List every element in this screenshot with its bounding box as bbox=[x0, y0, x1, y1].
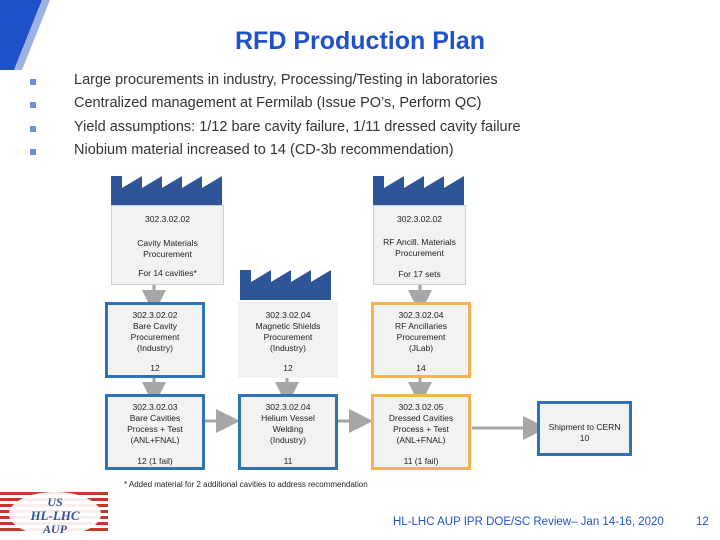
card-line: 302.3.02.04 bbox=[265, 402, 311, 412]
svg-text:AUP: AUP bbox=[42, 522, 68, 536]
card-qty: 12 bbox=[150, 363, 160, 373]
card-line: (ANL+FNAL) bbox=[396, 435, 446, 445]
corner-decoration bbox=[0, 0, 50, 70]
bullet-text: Niobium material increased to 14 (CD-3b … bbox=[74, 142, 454, 158]
card-line: 302.3.02.04 bbox=[398, 310, 444, 320]
flow-arrows bbox=[142, 282, 547, 440]
card-line: Process + Test bbox=[127, 424, 183, 434]
card-dressed-cavities-process-test: 302.3.02.05 Dressed Cavities Process + T… bbox=[371, 394, 471, 470]
card-text: Shipment to CERN 10 bbox=[540, 422, 629, 444]
card-qty: 11 (1 fail) bbox=[403, 456, 439, 466]
card-text: 302.3.02.05 Dressed Cavities Process + T… bbox=[374, 402, 468, 446]
bullet-text: Centralized management at Fermilab (Issu… bbox=[74, 95, 482, 111]
card-qty: 12 (1 fail) bbox=[137, 456, 173, 466]
card-text: 302.3.02.04 Magnetic Shields Procurement… bbox=[238, 310, 338, 354]
card-text: 302.3.02.03 Bare Cavities Process + Test… bbox=[108, 402, 202, 446]
footer-text: HL-LHC AUP IPR DOE/SC Review– Jan 14-16,… bbox=[393, 516, 664, 528]
card-helium-vessel-welding: 302.3.02.04 Helium Vessel Welding (Indus… bbox=[238, 394, 338, 470]
card-bare-cavities-process-test: 302.3.02.03 Bare Cavities Process + Test… bbox=[105, 394, 205, 470]
factory-icon-left bbox=[111, 176, 222, 205]
card-line: (Industry) bbox=[270, 343, 306, 353]
factory-name-line2: Procurement bbox=[395, 248, 444, 258]
factory-qty: For 17 sets bbox=[398, 269, 441, 279]
card-line: (Industry) bbox=[137, 343, 173, 353]
card-rf-ancillaries-procurement: 302.3.02.04 RF Ancillaries Procurement (… bbox=[371, 302, 471, 378]
page-number: 12 bbox=[696, 516, 709, 528]
card-line: (ANL+FNAL) bbox=[130, 435, 180, 445]
factory-name-line1: Cavity Materials bbox=[137, 238, 198, 248]
card-line: 302.3.02.02 bbox=[132, 310, 178, 320]
card-line: Magnetic Shields bbox=[255, 321, 321, 331]
bullet-square-icon bbox=[30, 102, 36, 108]
page-title: RFD Production Plan bbox=[235, 27, 485, 55]
card-qty: 12 bbox=[283, 363, 293, 373]
card-qty: 14 bbox=[416, 363, 426, 373]
factory-icon-right bbox=[373, 176, 464, 205]
bullet-square-icon bbox=[30, 126, 36, 132]
card-qty: 11 bbox=[283, 456, 293, 466]
card-line: Dressed Cavities bbox=[388, 413, 454, 423]
card-text: 302.3.02.04 RF Ancillaries Procurement (… bbox=[374, 310, 468, 354]
card-line: Welding bbox=[272, 424, 304, 434]
card-line: Procurement bbox=[396, 332, 446, 342]
factory-name-line2: Procurement bbox=[143, 249, 192, 259]
card-line: Shipment to CERN bbox=[548, 422, 621, 432]
bullet-text: Yield assumptions: 1/12 bare cavity fail… bbox=[74, 119, 521, 135]
bullet-text: Large procurements in industry, Processi… bbox=[74, 72, 498, 88]
card-line: (JLab) bbox=[408, 343, 434, 353]
svg-text:US: US bbox=[47, 495, 63, 509]
factory-right-box: 302.3.02.02 RF Ancill. Materials Procure… bbox=[373, 205, 466, 285]
card-line: Process + Test bbox=[393, 424, 449, 434]
factory-code: 302.3.02.02 bbox=[397, 214, 442, 224]
card-bare-cavity-procurement: 302.3.02.02 Bare Cavity Procurement (Ind… bbox=[105, 302, 205, 378]
card-line: RF Ancillaries bbox=[395, 321, 447, 331]
bullet-square-icon bbox=[30, 149, 36, 155]
card-line: 302.3.02.04 bbox=[265, 310, 311, 320]
bullet-square-icon bbox=[30, 79, 36, 85]
factory-qty: For 14 cavities* bbox=[138, 268, 197, 278]
card-text: 302.3.02.04 Helium Vessel Welding (Indus… bbox=[241, 402, 335, 446]
factory-icon-middle bbox=[240, 270, 331, 300]
factory-left-box: 302.3.02.02 Cavity Materials Procurement… bbox=[111, 205, 224, 285]
us-hl-lhc-aup-logo: US HL-LHC AUP bbox=[0, 492, 108, 536]
card-line: Helium Vessel bbox=[261, 413, 315, 423]
card-line: 302.3.02.05 bbox=[398, 402, 444, 412]
card-line: 302.3.02.03 bbox=[132, 402, 178, 412]
card-line: 10 bbox=[579, 433, 590, 443]
card-line: Procurement bbox=[130, 332, 180, 342]
svg-text:HL-LHC: HL-LHC bbox=[29, 508, 79, 523]
card-line: Procurement bbox=[263, 332, 313, 342]
factory-name-line1: RF Ancill. Materials bbox=[383, 237, 456, 247]
factory-code: 302.3.02.02 bbox=[145, 214, 190, 224]
card-magnetic-shields-procurement: 302.3.02.04 Magnetic Shields Procurement… bbox=[238, 302, 338, 378]
footnote: * Added material for 2 additional caviti… bbox=[124, 480, 368, 489]
card-shipment-to-cern: Shipment to CERN 10 bbox=[537, 401, 632, 456]
card-line: (Industry) bbox=[270, 435, 306, 445]
card-line: Bare Cavities bbox=[129, 413, 181, 423]
card-text: 302.3.02.02 Bare Cavity Procurement (Ind… bbox=[108, 310, 202, 354]
card-line: Bare Cavity bbox=[133, 321, 177, 331]
